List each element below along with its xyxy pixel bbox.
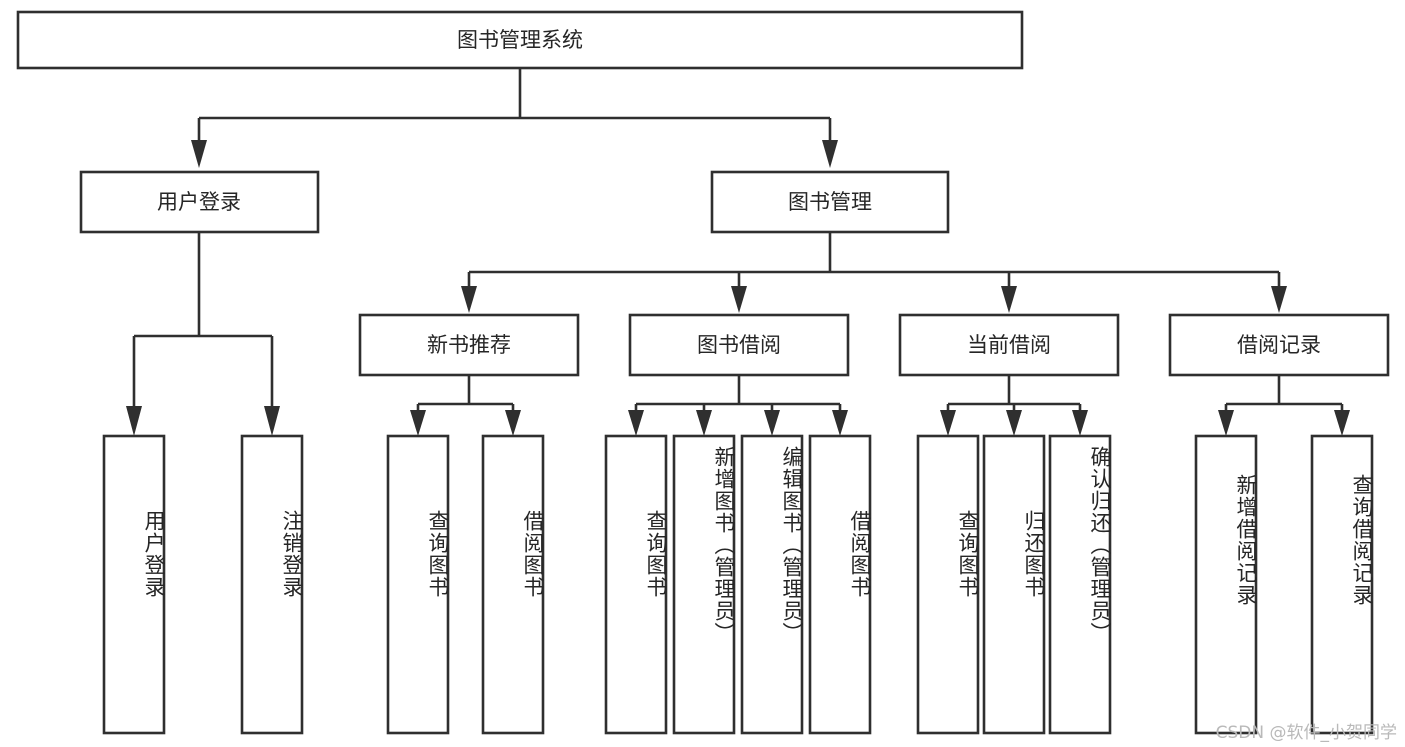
arrow-head-current-to-leaf10 — [1006, 410, 1022, 436]
node-borrow-box — [628, 313, 850, 377]
node-leaf5-box[interactable] — [604, 434, 668, 735]
node-leaf1-label: 用户登录 — [142, 510, 166, 598]
node-bookmgmt[interactable]: 图书管理 — [710, 170, 950, 234]
node-records-label: 借阅记录 — [1237, 333, 1321, 357]
arrow-head-newbook-to-leaf3 — [410, 410, 426, 436]
node-borrow-label: 图书借阅 — [697, 333, 781, 357]
node-leaf11-label: 确认归还（管理员） — [1088, 446, 1112, 644]
arrow-head-records-to-leaf12 — [1218, 410, 1234, 436]
node-leaf2-box[interactable] — [240, 434, 304, 735]
arrow-head-borrow-to-leaf8 — [832, 410, 848, 436]
arrow-head-login-to-leaf1 — [126, 406, 142, 436]
arrow-head-borrow-to-leaf7 — [764, 410, 780, 436]
arrow-head-current-to-leaf11 — [1072, 410, 1088, 436]
leaf-boxes — [102, 434, 1374, 735]
node-records-box — [1168, 313, 1390, 377]
node-leaf6-box[interactable] — [672, 434, 736, 735]
node-bookmgmt-box — [710, 170, 950, 234]
node-current-label: 当前借阅 — [967, 333, 1051, 357]
node-leaf12-label: 新增借阅记录 — [1234, 474, 1258, 606]
arrow-head-newbook-to-leaf4 — [505, 410, 521, 436]
node-leaf10-label: 归还图书 — [1022, 510, 1046, 598]
node-login-label: 用户登录 — [157, 190, 241, 214]
node-login[interactable]: 用户登录 — [79, 170, 320, 234]
node-leaf2-label: 注销登录 — [280, 510, 304, 598]
connector-group-borrow — [628, 375, 848, 436]
connector-group-records — [1218, 375, 1350, 436]
connector-group-root — [191, 68, 838, 168]
arrow-head-bookmgmt-to-newbook — [461, 286, 477, 313]
node-borrow[interactable]: 图书借阅 — [628, 313, 850, 377]
node-leaf10-box[interactable] — [982, 434, 1046, 735]
node-records[interactable]: 借阅记录 — [1168, 313, 1390, 377]
node-leaf11-box[interactable] — [1048, 434, 1112, 735]
connector-group-newbook — [410, 375, 521, 436]
arrow-head-bookmgmt-to-borrow — [731, 286, 747, 313]
node-leaf12-box[interactable] — [1194, 434, 1258, 735]
node-leaf9-box[interactable] — [916, 434, 980, 735]
node-root-box — [16, 10, 1024, 70]
connector-group-current — [940, 375, 1088, 436]
node-leaf8-box[interactable] — [808, 434, 872, 735]
node-newbook[interactable]: 新书推荐 — [358, 313, 580, 377]
node-leaf1-box[interactable] — [102, 434, 166, 735]
node-leaf13-box[interactable] — [1310, 434, 1374, 735]
node-newbook-label: 新书推荐 — [427, 333, 511, 357]
arrow-head-borrow-to-leaf5 — [628, 410, 644, 436]
node-root-label: 图书管理系统 — [457, 28, 583, 52]
csdn-watermark: CSDN @软件_小贺同学 — [1215, 723, 1397, 743]
connector-group-bookmgmt — [461, 232, 1287, 313]
arrow-head-borrow-to-leaf6 — [696, 410, 712, 436]
node-current[interactable]: 当前借阅 — [898, 313, 1120, 377]
arrow-head-bookmgmt-to-current — [1001, 286, 1017, 313]
node-root[interactable]: 图书管理系统 — [16, 10, 1024, 70]
arrow-head-root-to-bookmgmt — [822, 140, 838, 168]
connector-group-login — [126, 232, 280, 436]
node-leaf9-label: 查询图书 — [956, 510, 980, 598]
node-leaf5-label: 查询图书 — [644, 510, 668, 598]
node-newbook-box — [358, 313, 580, 377]
node-leaf13-label: 查询借阅记录 — [1350, 474, 1374, 606]
node-login-box — [79, 170, 320, 234]
arrow-head-current-to-leaf9 — [940, 410, 956, 436]
node-leaf3-box[interactable] — [386, 434, 450, 735]
node-leaf3-label: 查询图书 — [426, 510, 450, 598]
node-leaf7-box[interactable] — [740, 434, 804, 735]
arrow-head-bookmgmt-to-records — [1271, 286, 1287, 313]
node-bookmgmt-label: 图书管理 — [788, 190, 872, 214]
node-leaf7-label: 编辑图书（管理员） — [780, 446, 804, 644]
node-current-box — [898, 313, 1120, 377]
node-leaf6-label: 新增图书（管理员） — [712, 446, 736, 644]
arrow-head-records-to-leaf13 — [1334, 410, 1350, 436]
node-leaf4-label: 借阅图书 — [521, 510, 545, 598]
arrow-head-root-to-login — [191, 140, 207, 168]
node-leaf4-box[interactable] — [481, 434, 545, 735]
node-leaf8-label: 借阅图书 — [848, 510, 872, 598]
arrow-head-login-to-leaf2 — [264, 406, 280, 436]
